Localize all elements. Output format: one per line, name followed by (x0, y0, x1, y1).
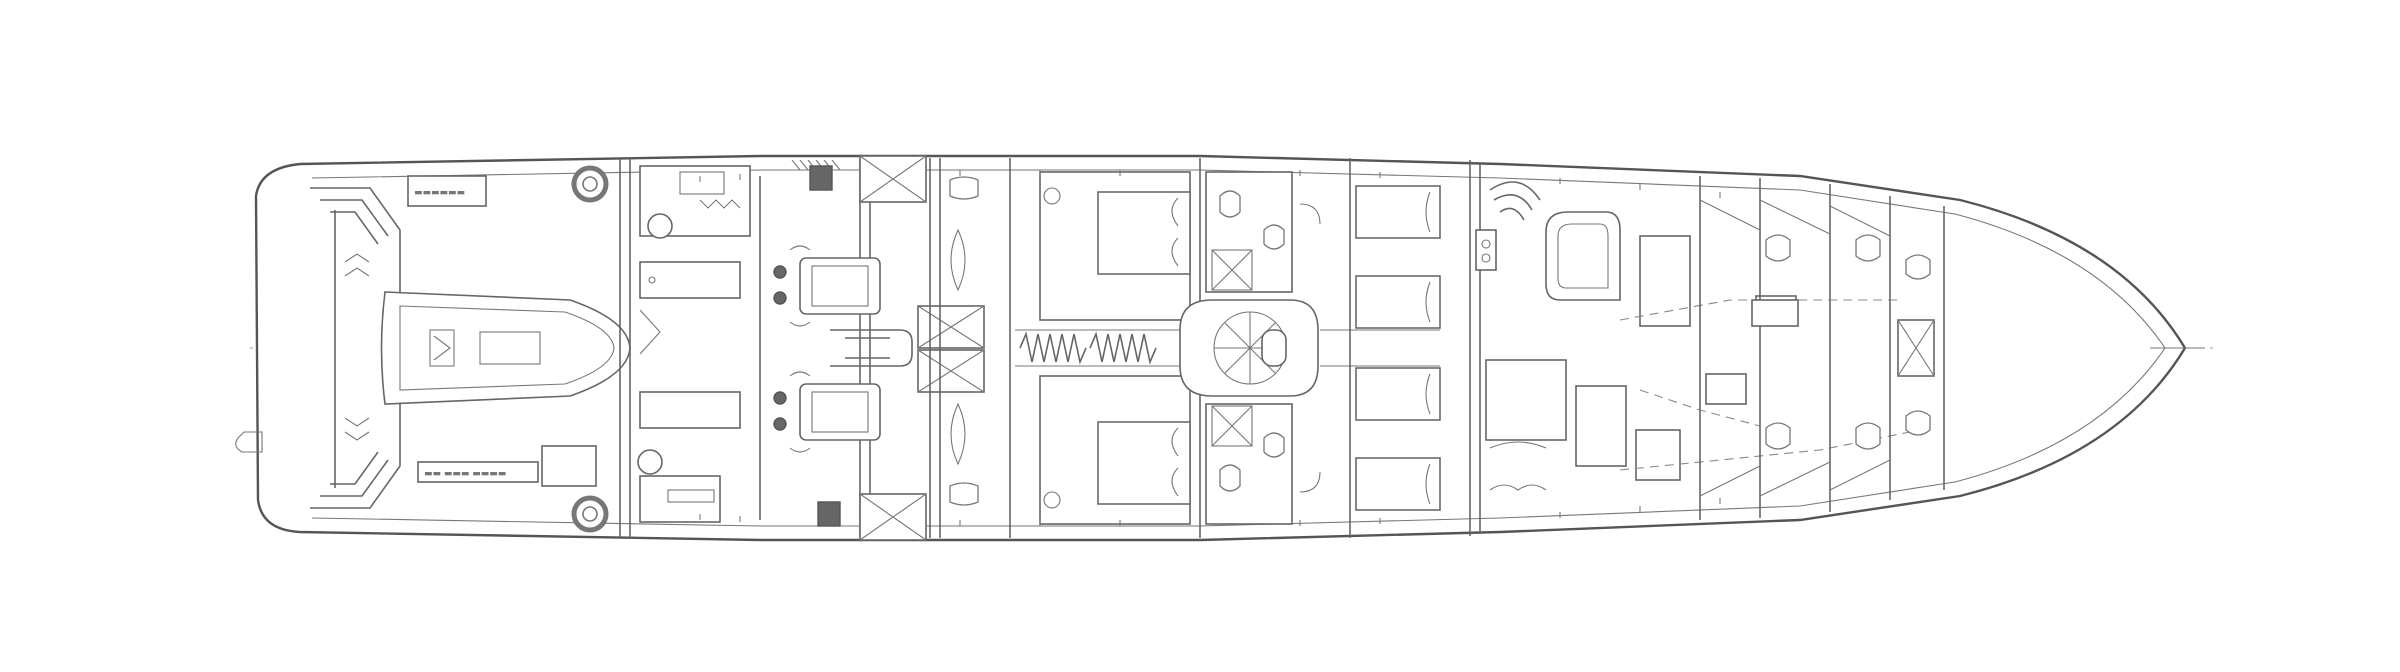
basin-top (950, 228, 966, 292)
cabin-double-port (1039, 171, 1191, 321)
hull-tick-marks-bottom (699, 498, 1721, 526)
galley-unit (1475, 229, 1497, 271)
crew-bunk-starboard (1635, 429, 1681, 481)
basin-bottom (950, 402, 966, 466)
garage-box-top-text: ▬▬▬▬▬▬ (414, 188, 465, 198)
cabin-twin-port (1355, 185, 1441, 329)
helm-station (1545, 211, 1621, 301)
hull-tick-marks-top (699, 170, 1721, 198)
vent-squares (917, 305, 985, 393)
chain-locker-cross (1897, 319, 1935, 377)
stern-steps-bottom (310, 396, 401, 509)
tank-mid-top (639, 261, 741, 299)
crew-heads (1765, 234, 1931, 450)
tender-boat (380, 291, 631, 405)
tank-top-panel (679, 171, 725, 195)
generator-top (809, 165, 833, 191)
garage-shelf-bottom (417, 461, 539, 483)
cabin-double-starboard (1039, 375, 1191, 525)
tender-console-mark (433, 335, 451, 361)
pantry-starboard (1575, 385, 1627, 467)
crew-desk-port (1751, 299, 1799, 327)
tank-mid-top-dot (648, 276, 656, 284)
crew-desk-starboard (1705, 373, 1747, 405)
engine-arrow (639, 309, 661, 355)
tank-bottom (639, 475, 721, 523)
garage-box-top (407, 175, 487, 207)
tender-seat (479, 331, 541, 365)
engine-port (773, 245, 881, 327)
laundry-area (1485, 359, 1567, 441)
galley-counter-arc (1489, 441, 1547, 449)
stern-chevron-bottom (344, 417, 370, 441)
bollard-bottom (571, 495, 609, 533)
tank-mid-bottom (639, 391, 741, 429)
bow-dash-starboard (1619, 429, 1921, 471)
galley-curved-stair (1489, 181, 1541, 221)
stern-chevron-top (344, 253, 370, 277)
spiral-staircase (1179, 299, 1319, 397)
hatch-bottom-cross (859, 493, 927, 541)
ensuite-starboard (1205, 403, 1293, 525)
generator-bottom (817, 501, 841, 527)
corridor-wave-aft (1019, 331, 1087, 365)
tender-console (429, 329, 455, 367)
bollard-top (571, 165, 609, 203)
door-swing-bottom (1299, 471, 1321, 493)
bunk-diagonals-port (1699, 199, 1891, 237)
door-swing-top (1299, 203, 1321, 225)
garage-shelf-text: ▬▬ ▬▬▬ ▬▬▬▬ (424, 469, 506, 479)
galley-unit-dot-1 (1481, 239, 1491, 249)
stern-fender (235, 431, 263, 453)
locker-top (949, 176, 979, 200)
bunk-diagonals-starboard (1699, 459, 1891, 497)
tank-bottom-hatch (637, 449, 663, 475)
galley-sink (1489, 484, 1547, 491)
tank-bottom-panel (667, 489, 715, 503)
tank-top-hatch (647, 213, 673, 239)
hatch-top-cross (859, 155, 927, 203)
pantry-port (1639, 235, 1691, 327)
garage-box-bottom (541, 445, 597, 487)
shaft-lines (830, 329, 913, 367)
galley-unit-dot-2 (1481, 253, 1491, 263)
engine-starboard (773, 371, 881, 453)
stern-steps-top (310, 187, 401, 300)
cabin-twin-starboard (1355, 367, 1441, 511)
ensuite-port (1205, 171, 1293, 293)
corridor-wave-mid (1089, 331, 1157, 365)
tank-top-stairs (699, 199, 741, 209)
locker-bottom (949, 482, 979, 506)
engine-vent-top (791, 159, 841, 171)
tender-inner (399, 305, 615, 391)
